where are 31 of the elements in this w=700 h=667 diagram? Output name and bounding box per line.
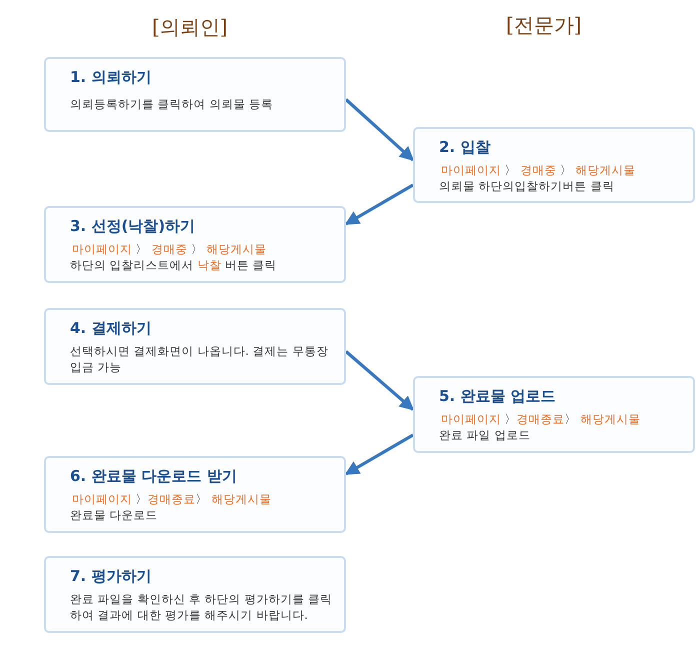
step-description: 마이페이지 〉 경매중 〉 해당게시물 bbox=[441, 162, 636, 178]
arrow bbox=[344, 350, 414, 411]
step-title: 6. 완료물 다운로드 받기 bbox=[70, 467, 237, 486]
step-box bbox=[44, 556, 346, 633]
step-description: 완료 파일 업로드 bbox=[439, 427, 530, 443]
step-description: 마이페이지 〉경매종료〉 해당게시물 bbox=[72, 491, 272, 507]
step-box bbox=[44, 308, 346, 385]
step-title: 5. 완료물 업로드 bbox=[439, 387, 556, 406]
step-description: 의뢰물 하단의입찰하기버튼 클릭 bbox=[439, 178, 614, 194]
step-description: 선택하시면 결제화면이 나옵니다. 결제는 무통장입금 가능 bbox=[70, 343, 330, 375]
step-box bbox=[44, 456, 346, 533]
step-box bbox=[413, 376, 695, 453]
step-description: 완료물 다운로드 bbox=[70, 507, 158, 523]
arrow bbox=[344, 98, 414, 162]
column-heading: [의뢰인] bbox=[152, 14, 228, 41]
step-title: 3. 선정(낙찰)하기 bbox=[70, 217, 196, 236]
step-description: 완료 파일을 확인하신 후 하단의 평가하기를 클릭하여 결과에 대한 평가를 해주시기 바랍니다. bbox=[70, 591, 333, 623]
step-box bbox=[44, 206, 346, 283]
step-description: 마이페이지 〉경매종료〉 해당게시물 bbox=[441, 411, 640, 427]
step-title: 1. 의뢰하기 bbox=[70, 68, 152, 87]
column-heading: [전문가] bbox=[506, 12, 582, 39]
step-box bbox=[413, 127, 695, 203]
step-description: 하단의 입찰리스트에서 낙찰 버튼 클릭 bbox=[70, 257, 277, 273]
step-box bbox=[44, 57, 346, 132]
arrow bbox=[344, 434, 414, 476]
step-description: 마이페이지 〉 경매중 〉 해당게시물 bbox=[72, 241, 267, 257]
arrow bbox=[344, 184, 414, 226]
step-description: 의뢰등록하기를 클릭하여 의뢰물 등록 bbox=[70, 96, 273, 112]
step-title: 7. 평가하기 bbox=[70, 567, 152, 586]
step-title: 2. 입찰 bbox=[439, 138, 490, 157]
step-title: 4. 결제하기 bbox=[70, 319, 152, 338]
